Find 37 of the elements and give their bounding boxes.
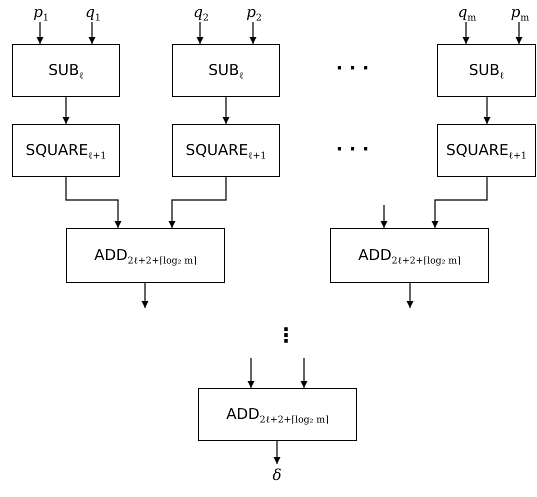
arrow: [196, 22, 204, 44]
variable-label: p$_{2}$: [243, 2, 265, 22]
arrow: [248, 358, 254, 388]
arrow: [88, 22, 96, 44]
arrow: [380, 205, 388, 228]
arrow: [222, 97, 230, 124]
arrow: [65, 177, 122, 228]
process-box: ADD$_{2ℓ+2+⌈log₂ m⌉}$: [66, 228, 225, 283]
process-box: ADD$_{2ℓ+2+⌈log₂ m⌉}$: [198, 388, 357, 441]
process-box: SUB$_{ℓ}$: [172, 44, 280, 97]
ellipsis-label: · · ·: [336, 60, 370, 78]
variable-label: p$_{m}$: [508, 2, 532, 22]
arrow: [168, 177, 227, 228]
variable-label: q$_{2}$: [190, 2, 212, 22]
process-box: SQUARE$_{ℓ+1}$: [437, 124, 536, 177]
variable-label: δ: [268, 464, 286, 486]
arrow: [142, 283, 148, 308]
variable-label: q$_{m}$: [455, 2, 479, 22]
arrow: [250, 22, 256, 44]
process-box: SUB$_{ℓ}$: [12, 44, 120, 97]
process-box: SUB$_{ℓ}$: [437, 44, 536, 97]
process-box: ADD$_{2ℓ+2+⌈log₂ m⌉}$: [330, 228, 489, 283]
arrow: [62, 97, 70, 124]
arrow: [274, 441, 280, 464]
arrow: [432, 177, 488, 228]
variable-label: p$_{1}$: [30, 2, 52, 22]
ellipsis-label: ⋮: [276, 325, 296, 345]
arrow: [516, 22, 522, 44]
arrow: [36, 22, 44, 44]
ellipsis-label: · · ·: [336, 141, 370, 159]
arrow: [406, 283, 414, 308]
process-box: SQUARE$_{ℓ+1}$: [12, 124, 120, 177]
arrow: [462, 22, 470, 44]
variable-label: q$_{1}$: [82, 2, 104, 22]
process-box: SQUARE$_{ℓ+1}$: [172, 124, 280, 177]
arrow: [484, 97, 490, 124]
arrow: [300, 358, 308, 388]
